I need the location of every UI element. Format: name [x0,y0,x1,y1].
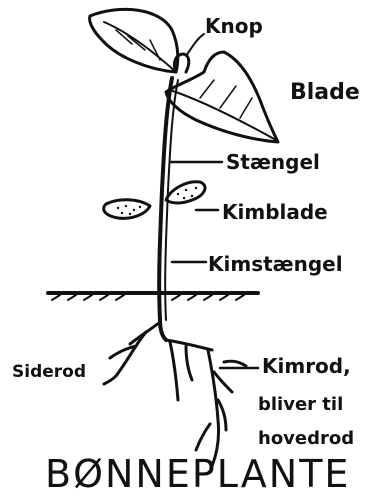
label-staengel: Stængel [226,150,320,174]
label-hovedrod: hovedrod [258,428,354,449]
label-bliver-til: bliver til [258,394,343,415]
main-root [208,350,219,466]
side-root-mid [170,342,178,400]
knop-pointer [186,34,204,56]
label-siderod: Siderod [12,362,86,382]
diagram-title: BØNNEPLANTE [45,452,350,496]
right-leaf [166,52,278,142]
cotyledon-left [104,200,150,219]
label-knop: Knop [205,14,263,38]
cotyledon-right [166,182,205,203]
label-kimrod: Kimrod, [262,354,351,378]
label-blade: Blade [290,80,360,105]
label-kimblade: Kimblade [222,200,328,224]
label-kimstaengel: Kimstængel [208,252,343,276]
